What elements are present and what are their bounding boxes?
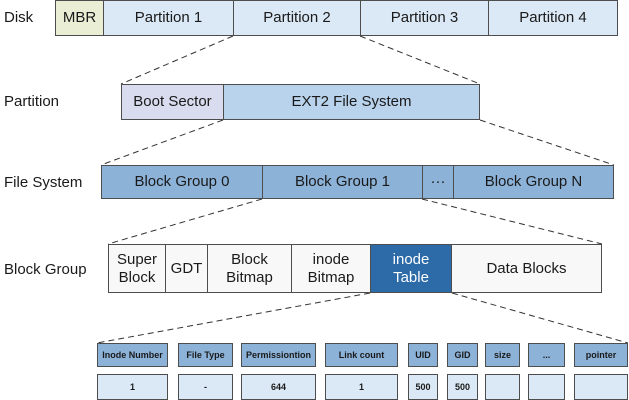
inode-header-link-count: Link count xyxy=(325,343,398,367)
connector-fs-right xyxy=(421,198,603,245)
inode-value-permission: 644 xyxy=(241,374,316,400)
mbr-cell: MBR xyxy=(55,0,104,36)
block-group-n-cell: Block Group N xyxy=(453,165,614,199)
boot-sector-cell: Boot Sector xyxy=(121,84,224,120)
inode-value-uid: 500 xyxy=(408,374,438,400)
block-group-0-cell: Block Group 0 xyxy=(101,165,263,199)
inode-header-file-type: File Type xyxy=(178,343,233,367)
inode-value-gid: 500 xyxy=(447,374,478,400)
inode-header-inode-number: Inode Number xyxy=(97,343,168,367)
connector-fs-left xyxy=(107,198,263,245)
partition-2-cell: Partition 2 xyxy=(233,0,361,36)
connector-partition-right xyxy=(479,119,615,166)
inode-bitmap-cell: inode Bitmap xyxy=(291,244,371,293)
inode-value-link-count: 1 xyxy=(325,374,398,400)
block-group-1-cell: Block Group 1 xyxy=(262,165,423,199)
gdt-cell: GDT xyxy=(165,244,208,293)
inode-value-pointer xyxy=(574,374,628,400)
inode-table-cell: inode Table xyxy=(370,244,452,293)
inode-header-permission: Permissiontion xyxy=(241,343,316,367)
row-label-file-system: File System xyxy=(4,174,83,191)
row-label-disk: Disk xyxy=(4,9,34,26)
partition-4-cell: Partition 4 xyxy=(488,0,618,36)
connector-disk-left xyxy=(120,35,234,85)
inode-header-ellipsis: ... xyxy=(528,343,565,367)
connector-partition-left xyxy=(100,119,224,166)
inode-value-inode-number: 1 xyxy=(97,374,168,400)
connector-bg-left xyxy=(96,292,371,344)
inode-value-ellipsis xyxy=(528,374,565,400)
row-label-block-group: Block Group xyxy=(4,261,87,278)
partition-1-cell: Partition 1 xyxy=(103,0,234,36)
connector-bg-right xyxy=(451,292,629,344)
inode-header-size: size xyxy=(485,343,520,367)
partition-3-cell: Partition 3 xyxy=(360,0,489,36)
inode-header-pointer: pointer xyxy=(574,343,628,367)
connector-disk-right xyxy=(359,35,481,85)
row-label-partition: Partition xyxy=(4,93,60,110)
inode-header-uid: UID xyxy=(408,343,438,367)
data-blocks-cell: Data Blocks xyxy=(451,244,602,293)
ellipsis-cell: ··· xyxy=(422,165,454,199)
ext2-file-system-cell: EXT2 File System xyxy=(223,84,480,120)
inode-header-gid: GID xyxy=(447,343,478,367)
block-bitmap-cell: Block Bitmap xyxy=(207,244,292,293)
inode-value-size xyxy=(485,374,520,400)
super-block-cell: Super Block xyxy=(108,244,166,293)
inode-value-file-type: - xyxy=(178,374,233,400)
